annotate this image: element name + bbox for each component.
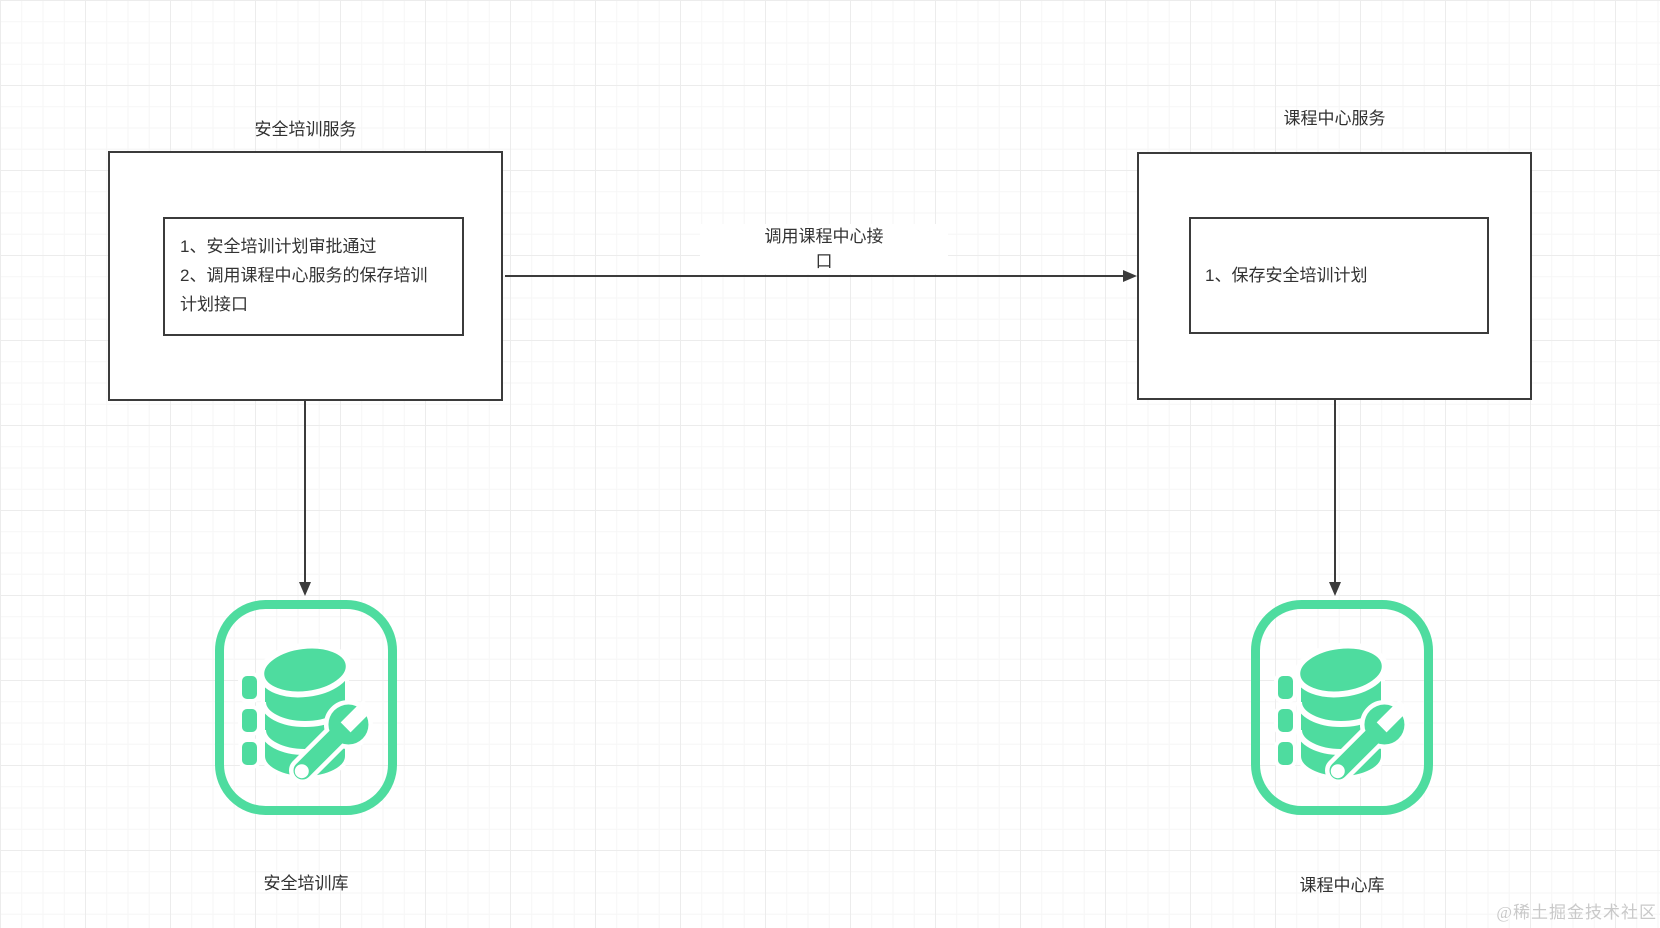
security-training-note: 1、安全培训计划审批通过 2、调用课程中心服务的保存培训 计划接口 — [163, 217, 464, 336]
course-center-note: 1、保存安全培训计划 — [1189, 217, 1489, 334]
right-service-title: 课程中心服务 — [1283, 109, 1386, 128]
edge-right-service-to-db — [1334, 400, 1336, 584]
edge-label-line: 口 — [815, 252, 833, 271]
note-line: 2、调用课程中心服务的保存培训 — [180, 266, 428, 285]
arrowhead-right-icon — [1123, 270, 1137, 282]
arrowhead-down-icon — [299, 582, 311, 596]
arrowhead-down-icon — [1329, 582, 1341, 596]
database-wrench-icon — [213, 598, 399, 817]
edge-left-service-to-db — [304, 401, 306, 584]
database-wrench-icon — [1249, 598, 1435, 817]
left-service-title: 安全培训服务 — [254, 120, 357, 139]
right-db-label: 课程中心库 — [1299, 876, 1385, 895]
edge-call-interface-label: 调用课程中心接 口 — [700, 224, 948, 274]
note-line: 1、安全培训计划审批通过 — [180, 237, 377, 256]
edge-call-interface — [505, 275, 1124, 277]
note-line: 1、保存安全培训计划 — [1205, 266, 1368, 285]
edge-label-line: 调用课程中心接 — [764, 227, 884, 246]
note-line: 计划接口 — [180, 295, 248, 314]
left-db-label: 安全培训库 — [263, 874, 349, 893]
watermark: @稀土掘金技术社区 — [1496, 903, 1657, 922]
